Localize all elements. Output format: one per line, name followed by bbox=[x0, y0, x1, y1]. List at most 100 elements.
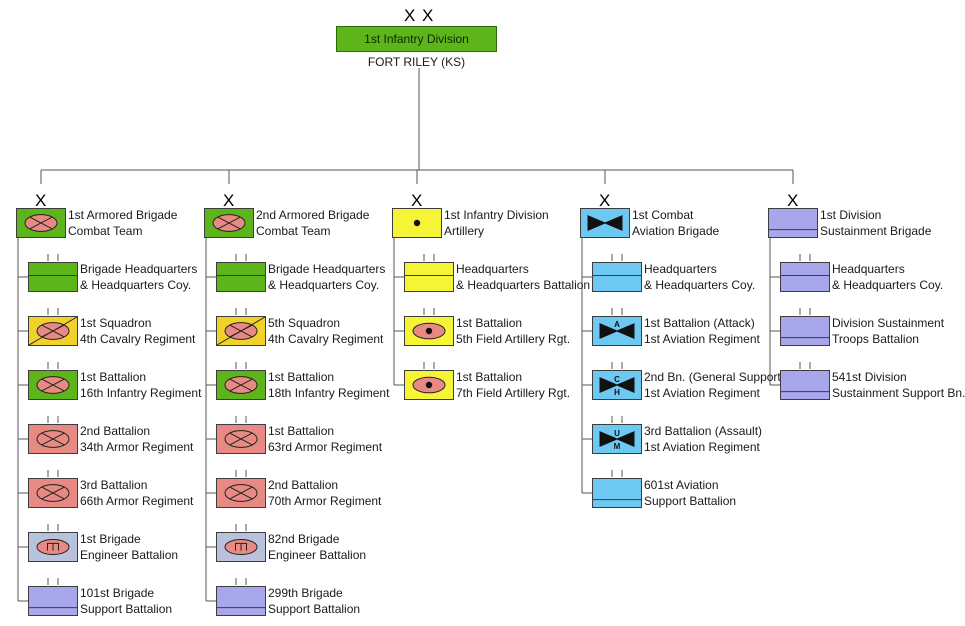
aviation-role-letter: H bbox=[614, 388, 620, 397]
aviation-bowtie-icon bbox=[599, 377, 635, 393]
unit-name-line1: 82nd Brigade bbox=[268, 532, 340, 546]
unit-name-line2: & Headquarters Coy. bbox=[832, 277, 944, 292]
engineer-symbol-icon bbox=[28, 532, 78, 562]
unit-name-line2: 4th Cavalry Regiment bbox=[80, 331, 196, 346]
symbol-frame bbox=[780, 370, 830, 400]
unit-name-line1: 1st Battalion bbox=[268, 370, 335, 384]
unit-symbol-armored-infantry bbox=[216, 370, 266, 400]
division-box: 1st Infantry Division bbox=[336, 26, 497, 52]
unit-name-line2: & Headquarters Coy. bbox=[80, 277, 192, 292]
brigade-name-line1: 1st Division bbox=[820, 208, 882, 222]
armored-cavalry-symbol-icon bbox=[28, 316, 78, 346]
symbol-frame bbox=[28, 586, 78, 616]
artillery-dot-icon bbox=[413, 219, 421, 227]
infantry-cross-icon bbox=[29, 216, 53, 230]
brigade-symbol-2 bbox=[204, 208, 254, 238]
brigade-echelon-marker: X bbox=[599, 191, 612, 210]
unit-name-line1: 3rd Battalion (Assault) bbox=[644, 424, 763, 438]
unit-symbol-support bbox=[592, 478, 642, 508]
symbol-frame bbox=[780, 316, 830, 346]
aviation-role-letter: A bbox=[614, 320, 620, 329]
armored-infantry-symbol-icon bbox=[204, 208, 254, 238]
armored-infantry-symbol-icon bbox=[16, 208, 66, 238]
unit-name: Headquarters& Headquarters Battalion bbox=[456, 262, 590, 293]
cavalry-slash-icon bbox=[28, 316, 78, 346]
engineer-bridge-icon bbox=[47, 542, 59, 551]
aviation-bowtie-icon bbox=[599, 323, 635, 339]
unit-name-line2: Troops Battalion bbox=[832, 331, 919, 346]
aviation-role-letter: M bbox=[614, 442, 621, 451]
unit-name-line1: 601st Aviation bbox=[644, 478, 719, 492]
unit-name-line2: Support Battalion bbox=[268, 601, 361, 616]
unit-name-line1: 101st Brigade bbox=[80, 586, 155, 600]
unit-symbol-headquarters bbox=[216, 262, 266, 292]
aviation-symbol-icon: CH bbox=[592, 370, 642, 400]
aviation-bowtie-icon bbox=[599, 431, 635, 447]
self-propelled-artillery-symbol-icon bbox=[404, 370, 454, 400]
division-echelon-marker: X X bbox=[404, 6, 435, 25]
headquarters-symbol-icon bbox=[780, 262, 830, 292]
unit-name-line1: 3rd Battalion bbox=[80, 478, 148, 492]
unit-symbol-self-propelled-artillery bbox=[404, 370, 454, 400]
unit-symbol-headquarters bbox=[592, 262, 642, 292]
symbol-frame bbox=[592, 478, 642, 508]
unit-symbol-headquarters bbox=[780, 262, 830, 292]
unit-name-line2: & Headquarters Coy. bbox=[644, 277, 756, 292]
unit-name-line1: 1st Battalion bbox=[80, 370, 147, 384]
brigade-echelon-marker: X bbox=[411, 191, 424, 210]
symbol-frame bbox=[216, 586, 266, 616]
artillery-symbol-icon bbox=[392, 208, 442, 238]
support-symbol-icon bbox=[28, 586, 78, 616]
armor-infantry-symbol-icon bbox=[28, 478, 78, 508]
unit-name-line2: & Headquarters Battalion bbox=[456, 277, 591, 292]
unit-name-line1: 541st Division bbox=[832, 370, 907, 384]
armor-infantry-symbol-icon bbox=[216, 424, 266, 454]
armor-infantry-symbol-icon bbox=[216, 478, 266, 508]
unit-name-line2: 1st Aviation Regiment bbox=[644, 439, 760, 454]
armored-infantry-symbol-icon bbox=[28, 370, 78, 400]
unit-symbol-support bbox=[780, 316, 830, 346]
unit-name-line1: 1st Battalion bbox=[268, 424, 335, 438]
aviation-role-letter: C bbox=[614, 375, 620, 384]
infantry-cross-icon bbox=[229, 378, 253, 392]
unit-symbol-armor-infantry bbox=[216, 424, 266, 454]
unit-name-line2: 1st Aviation Regiment bbox=[644, 331, 760, 346]
unit-symbol-headquarters bbox=[28, 262, 78, 292]
armored-cavalry-symbol-icon bbox=[216, 316, 266, 346]
unit-name: 1st Battalion (Attack)1st Aviation Regim… bbox=[644, 316, 760, 347]
unit-symbol-armored-cavalry bbox=[28, 316, 78, 346]
brigade-name-line1: 1st Armored Brigade bbox=[68, 208, 178, 222]
brigade-symbol-5 bbox=[768, 208, 818, 238]
brigade-name-line1: 1st Infantry Division bbox=[444, 208, 549, 222]
unit-name-line2: Support Battalion bbox=[644, 493, 737, 508]
brigade-symbol-4 bbox=[580, 208, 630, 238]
symbol-frame bbox=[28, 262, 78, 292]
unit-name-line1: 5th Squadron bbox=[268, 316, 341, 330]
brigade-echelon-marker: X bbox=[787, 191, 800, 210]
unit-name-line1: 2nd Battalion bbox=[268, 478, 339, 492]
unit-symbol-armored-cavalry bbox=[216, 316, 266, 346]
unit-name-line2: Sustainment Support Bn. bbox=[832, 385, 965, 400]
symbol-frame bbox=[592, 262, 642, 292]
unit-name: Headquarters& Headquarters Coy. bbox=[832, 262, 943, 293]
symbol-frame bbox=[768, 208, 818, 238]
support-symbol-icon bbox=[592, 478, 642, 508]
aviation-role-letter: U bbox=[614, 429, 620, 438]
aviation-bowtie-icon bbox=[587, 215, 623, 231]
brigade-name-line1: 2nd Armored Brigade bbox=[256, 208, 370, 222]
unit-symbol-armor-infantry bbox=[28, 424, 78, 454]
unit-symbol-support bbox=[28, 586, 78, 616]
unit-name: 3rd Battalion (Assault)1st Aviation Regi… bbox=[644, 424, 762, 455]
symbol-frame bbox=[216, 262, 266, 292]
unit-name-line1: Headquarters bbox=[456, 262, 529, 276]
unit-symbol-headquarters bbox=[404, 262, 454, 292]
unit-name-line1: 2nd Bn. (General Support) bbox=[644, 370, 785, 384]
unit-name-line2: 7th Field Artillery Rgt. bbox=[456, 385, 571, 400]
